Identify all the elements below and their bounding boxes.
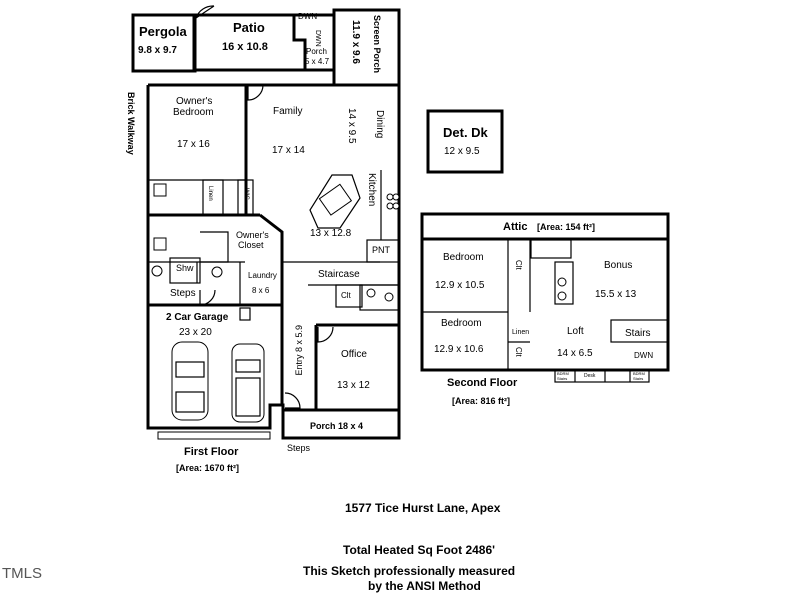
truck-right-icon [231,343,265,423]
owners-bedroom-label2: Bedroom [173,107,214,118]
clt2-label: Clt [514,347,523,357]
pergola-label: Pergola [139,24,187,39]
garage-door [157,431,271,440]
second-floor-bottom-strip [554,369,650,383]
owners-bedroom-label: Owner's [176,96,213,107]
linen2-label: Linen [512,329,530,336]
dwn2-label: DWN [634,351,654,360]
bonus-dim: 15.5 x 13 [595,289,637,300]
garage-label: 2 Car Garage [166,312,229,323]
second-floor-walls [420,239,670,372]
loft-dim: 14 x 6.5 [557,348,593,359]
owners-closet-label2: Closet [238,240,264,250]
screen-porch-walls [332,8,401,87]
linen-label: Linen [207,186,213,201]
porch-small-dim: 5 x 4.7 [305,57,330,66]
first-floor-title: First Floor [184,446,239,458]
owners-bedroom-dim: 17 x 16 [177,139,210,150]
address-text: 1577 Tice Hurst Lane, Apex [345,501,501,515]
steps-bottom-label: Steps [287,443,311,453]
tiny1-label: BDRM Stairs [557,371,569,381]
attic-walls [420,212,670,241]
toilet-icon [151,265,163,277]
attic-label: Attic [503,221,528,233]
family-dim: 17 x 14 [272,145,305,156]
wic-label: WIC [243,188,249,200]
sink-icon [153,237,167,251]
porch-small-label: Porch [306,47,327,56]
first-floor-area: [Area: 1670 ft²] [176,463,240,473]
kitchen-label: Kitchen [366,173,377,207]
sink-icon [153,183,167,197]
bedroom1-label: Bedroom [443,252,484,263]
ansi-note-line2: by the ANSI Method [368,579,481,593]
porch-front-label: Porch 18 x 4 [310,421,364,431]
dwn-label: DWN [298,12,318,21]
dining-label: Dining [374,110,385,139]
loft-label: Loft [567,326,584,337]
entry-label: Entry 8 x 5.9 [294,325,304,376]
second-floor-area: [Area: 816 ft²] [452,396,511,406]
bedroom2-label: Bedroom [441,318,482,329]
car-left-icon [171,341,209,421]
second-floor-title: Second Floor [447,377,518,389]
kitchen-dim: 13 x 12.8 [310,228,352,239]
screen-porch-label: Screen Porch [372,15,382,74]
detached-deck-label: Det. Dk [443,125,488,140]
laundry-dim: 8 x 6 [252,286,270,295]
toilet-icon [211,266,223,278]
office-label: Office [341,349,367,360]
ansi-note-line1: This Sketch professionally measured [303,564,516,578]
owners-closet-label: Owner's [236,230,269,240]
patio-label: Patio [233,20,265,35]
stairs-label: Stairs [625,328,651,339]
bedroom2-dim: 12.9 x 10.6 [434,344,484,355]
detached-deck-dim: 12 x 9.5 [444,146,480,157]
clt-label: Clt [341,291,351,300]
pergola-dim: 9.8 x 9.7 [138,45,177,56]
heated-sqft-text: Total Heated Sq Foot 2486' [343,543,495,557]
patio-dim: 16 x 10.8 [222,41,268,53]
bedroom1-dim: 12.9 x 10.5 [435,280,485,291]
dwn-vertical-label: DWN [314,30,321,47]
shw-label: Shw [176,263,194,273]
office-dim: 13 x 12 [337,380,370,391]
brick-walkway-label: Brick Walkway [126,92,136,155]
tmls-logo: TMLS [2,565,43,582]
dining-dim: 14 x 9.5 [346,108,357,144]
kitchen-island [309,174,361,229]
clt1-label: Clt [514,260,523,270]
detached-deck-walls [426,109,504,174]
garage-dim: 23 x 20 [179,327,212,338]
pnt-label: PNT [372,245,390,255]
staircase-label: Staircase [318,269,360,280]
tiny3-label: BDRM Stairs [633,371,645,381]
tiny2-label: Desk [584,373,596,379]
screen-porch-dim: 11.9 x 9.6 [350,20,361,64]
laundry-label: Laundry [248,271,277,280]
bonus-label: Bonus [604,260,633,271]
steps-label: Steps [170,288,196,299]
family-label: Family [273,106,303,117]
attic-area: [Area: 154 ft²] [537,222,596,232]
